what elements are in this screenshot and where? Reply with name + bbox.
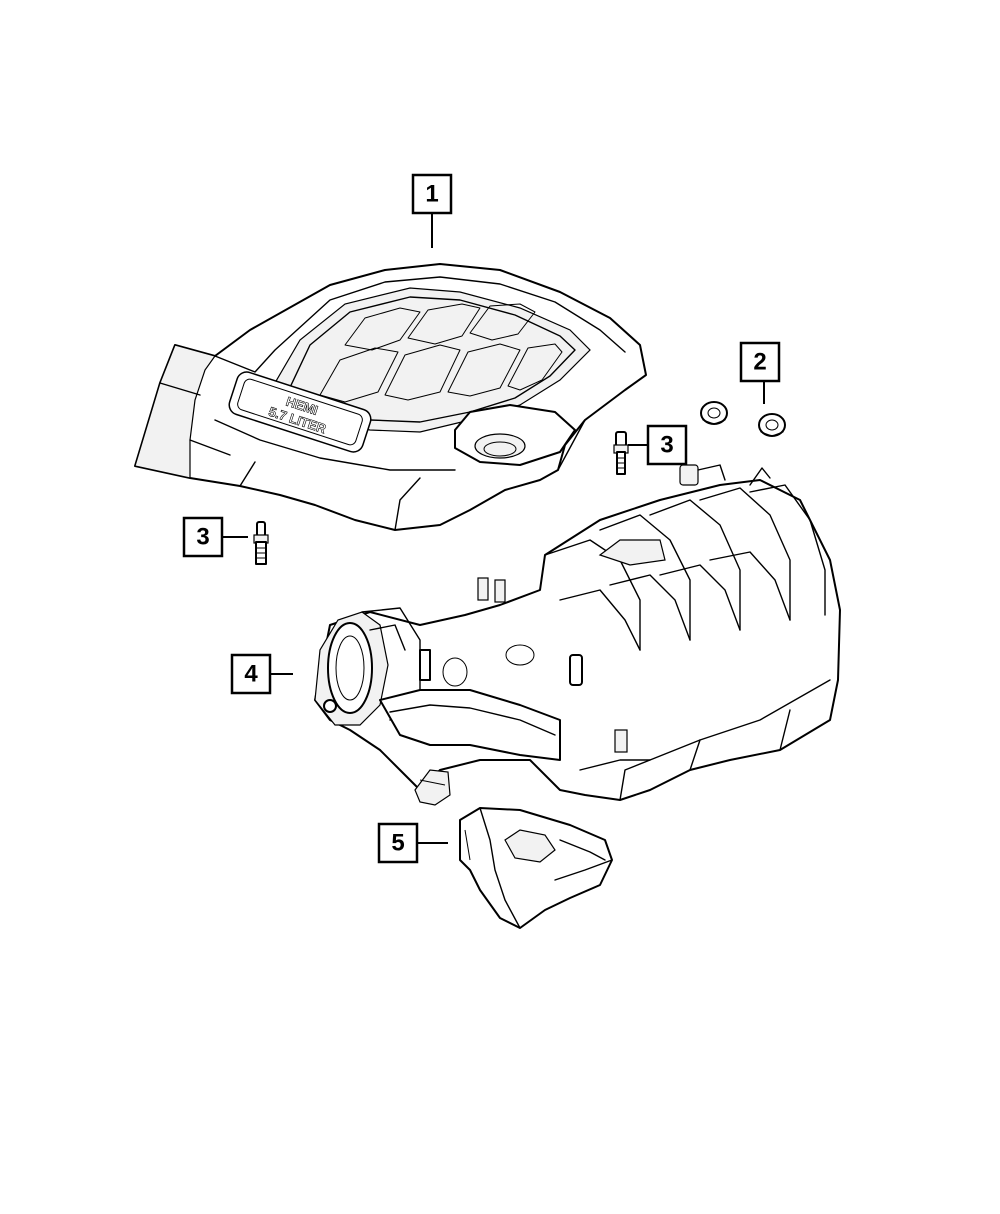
intake-manifold[interactable] xyxy=(314,464,841,806)
callout-5-label: 5 xyxy=(391,830,404,857)
callout-1[interactable]: 1 xyxy=(411,173,453,215)
stud-bolt-upper[interactable] xyxy=(613,431,629,475)
grommets[interactable] xyxy=(700,401,786,437)
callout-4[interactable]: 4 xyxy=(230,653,272,695)
grommet-2 xyxy=(758,413,786,437)
callout-3-upper-label: 3 xyxy=(660,432,673,459)
callout-5[interactable]: 5 xyxy=(377,822,419,864)
callout-3-upper[interactable]: 3 xyxy=(646,424,688,466)
callout-3-lower[interactable]: 3 xyxy=(182,516,224,558)
engine-cover[interactable]: HEMI 5.7 LITER xyxy=(134,263,647,531)
callout-1-label: 1 xyxy=(425,181,438,208)
stud-bolt-lower[interactable] xyxy=(253,521,269,565)
callout-3-lower-label: 3 xyxy=(196,524,209,551)
insulator-shield[interactable] xyxy=(459,807,613,929)
callout-4-label: 4 xyxy=(244,661,258,688)
callout-2-label: 2 xyxy=(753,349,766,376)
callout-2[interactable]: 2 xyxy=(739,341,781,383)
intake-runners xyxy=(544,484,826,651)
cover-cells xyxy=(319,303,563,403)
grommet-1 xyxy=(700,401,728,425)
